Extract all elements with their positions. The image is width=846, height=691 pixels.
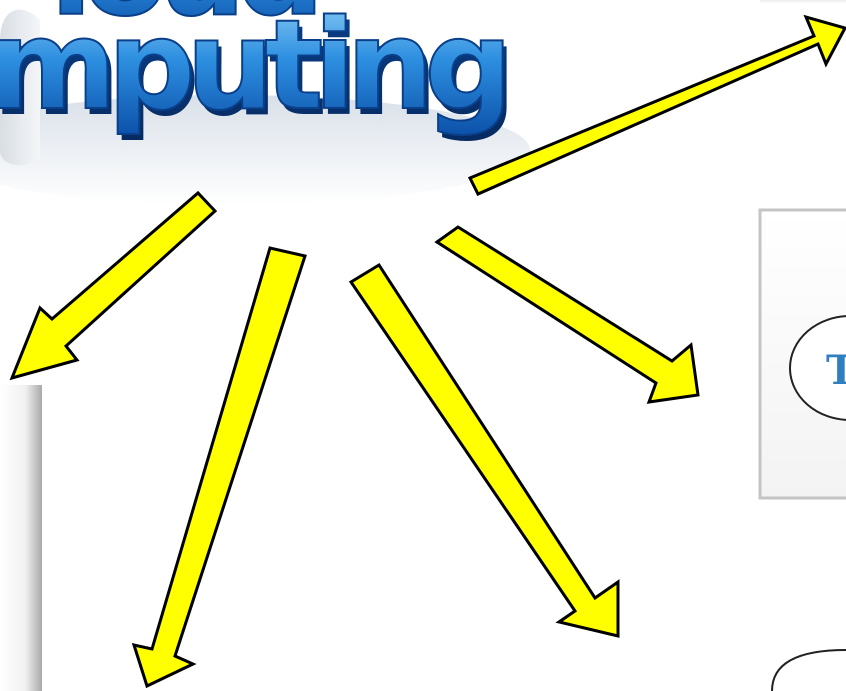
right-card: T xyxy=(760,210,846,498)
right-card-glyph: T xyxy=(826,347,846,394)
left-panel xyxy=(0,385,42,691)
top-right-card-edge xyxy=(760,0,846,4)
arrow-right xyxy=(437,227,698,402)
arrow-up-right xyxy=(470,17,845,194)
logo-word: mputing xyxy=(0,0,503,138)
arrow-down xyxy=(134,248,305,686)
bottom-right-circle xyxy=(772,650,846,691)
arrow-down-left xyxy=(12,193,215,378)
cloud-computing-logo: loud mputing mputing xyxy=(0,0,530,205)
